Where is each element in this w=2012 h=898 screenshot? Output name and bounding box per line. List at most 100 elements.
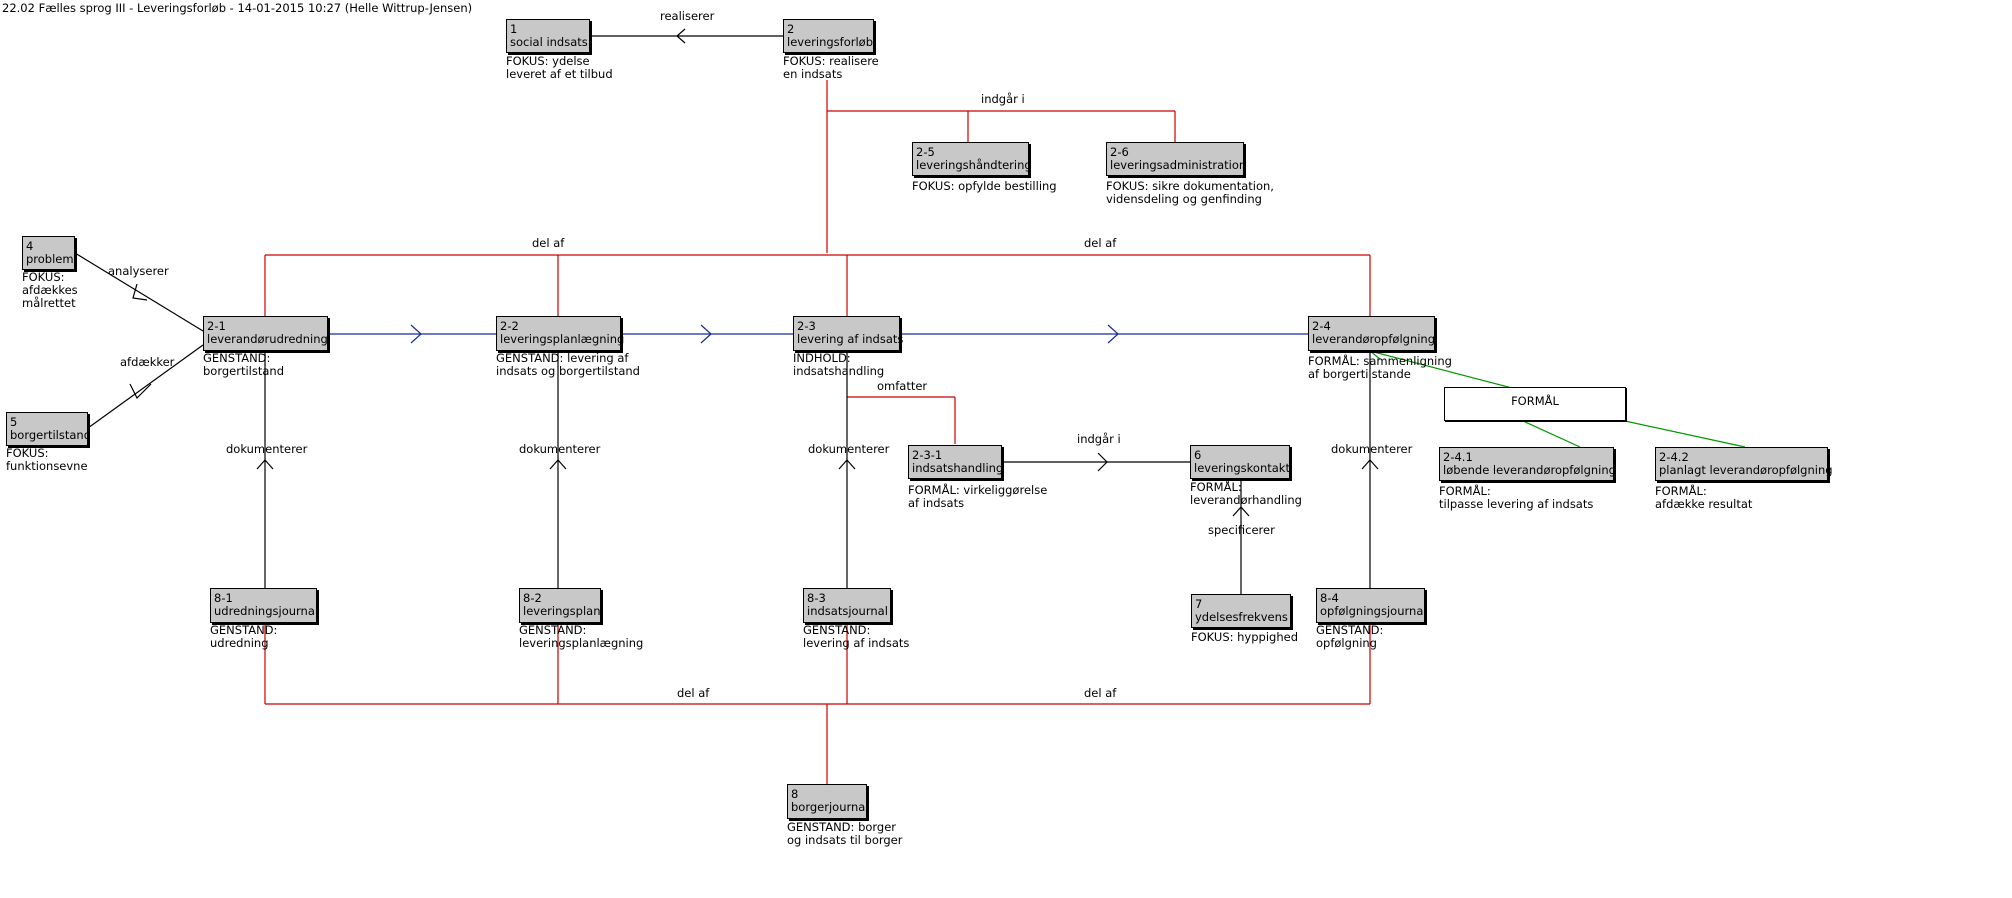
formaal-box[interactable]: FORMÅL xyxy=(1444,387,1626,421)
box-indsatshandling[interactable]: 2-3-1 indsatshandling xyxy=(908,445,1004,479)
label-delaf-top-left: del af xyxy=(532,236,565,250)
label-realiserer: realiserer xyxy=(660,9,715,23)
box-number: 2-4.1 xyxy=(1443,450,1473,464)
box-borgerjournal[interactable]: 8 borgerjournal xyxy=(787,784,869,819)
box-udredningsjournal[interactable]: 8-1 udredningsjournal xyxy=(210,588,319,623)
box-leveringshaandtering[interactable]: 2-5 leveringshåndtering xyxy=(912,142,1032,176)
box-number: 7 xyxy=(1195,597,1203,611)
box-name: leveringsadministration xyxy=(1110,158,1247,172)
box-number: 8-3 xyxy=(807,591,826,605)
label-dokumenterer-1: dokumenterer xyxy=(226,442,308,456)
composition-omfatter xyxy=(847,396,956,444)
box-leveringsforloeb[interactable]: 2 leveringsforløb xyxy=(783,19,874,53)
box-number: 8-1 xyxy=(214,591,233,605)
note-leveringsadministration: FOKUS: sikre dokumentation,vidensdeling … xyxy=(1106,179,1274,206)
box-name: leveringskontakt xyxy=(1194,461,1290,475)
composition-delaf-bottom xyxy=(264,624,1371,784)
note-loebende-leverandoeropfoelgning: FORMÅL:tilpasse levering af indsats xyxy=(1439,484,1594,511)
box-number: 2-4.2 xyxy=(1659,450,1689,464)
label-delaf-bottom-left: del af xyxy=(677,686,710,700)
assoc-afdaekker xyxy=(87,344,204,429)
box-name: leverandøropfølgning xyxy=(1312,332,1436,346)
box-name: borgerjournal xyxy=(791,800,869,814)
box-name: leveringshåndtering xyxy=(916,158,1032,172)
box-name: løbende leverandøropfølgning xyxy=(1443,463,1616,477)
composition-delaf-top xyxy=(264,254,1371,316)
box-name: udredningsjournal xyxy=(214,604,319,618)
note-leveringskontakt: FORMÅL:leverandørhandling xyxy=(1190,480,1302,507)
assoc-dokumenterer xyxy=(256,351,1379,588)
box-planlagt-leverandoeropfoelgning[interactable]: 2-4.2 planlagt leverandøropfølgning xyxy=(1655,447,1833,481)
box-number: 2-4 xyxy=(1312,319,1331,333)
box-number: 8-4 xyxy=(1320,591,1339,605)
label-delaf-bottom-right: del af xyxy=(1084,686,1117,700)
box-name: leveringsplanlægning xyxy=(500,332,625,346)
box-number: 2-5 xyxy=(916,145,935,159)
box-name: problem xyxy=(26,252,74,266)
box-name: leverandørudredning xyxy=(207,332,328,346)
arrow-specificerer xyxy=(1232,506,1250,517)
arrow-indgaar-mid xyxy=(1097,452,1108,472)
box-name: indsatsjournal xyxy=(807,604,888,618)
box-name: indsatshandling xyxy=(912,461,1004,475)
box-leveringskontakt[interactable]: 6 leveringskontakt xyxy=(1190,445,1290,479)
box-name: planlagt leverandøropfølgning xyxy=(1659,463,1833,477)
box-name: ydelsesfrekvens xyxy=(1195,610,1288,624)
box-number: 2-3-1 xyxy=(912,448,943,462)
box-name: social indsats xyxy=(510,35,588,49)
box-leveringsplanlaegning[interactable]: 2-2 leveringsplanlægning xyxy=(496,316,625,351)
note-leveringshaandtering: FOKUS: opfylde bestilling xyxy=(912,179,1057,193)
arrow-realiserer xyxy=(676,28,686,44)
specialization-formaal xyxy=(1368,346,1746,448)
box-number: 1 xyxy=(510,22,518,36)
box-number: 2-6 xyxy=(1110,145,1129,159)
box-leveringsplan[interactable]: 8-2 leveringsplan xyxy=(519,588,601,623)
label-specificerer: specificerer xyxy=(1208,523,1275,537)
note-ydelsesfrekvens: FOKUS: hyppighed xyxy=(1191,630,1298,644)
box-opfoelgningsjournal[interactable]: 8-4 opfølgningsjournal xyxy=(1316,588,1427,623)
box-name: levering af indsats xyxy=(797,332,904,346)
box-number: 2-3 xyxy=(797,319,816,333)
box-name: leveringsforløb xyxy=(787,35,873,49)
box-number: 8-2 xyxy=(523,591,542,605)
box-number: 2-2 xyxy=(500,319,519,333)
label-dokumenterer-2: dokumenterer xyxy=(519,442,601,456)
box-ydelsesfrekvens[interactable]: 7 ydelsesfrekvens xyxy=(1191,594,1291,628)
box-number: 5 xyxy=(10,415,18,429)
note-indsatsjournal: GENSTAND:levering af indsats xyxy=(803,623,910,650)
box-number: 2-1 xyxy=(207,319,226,333)
box-number: 2 xyxy=(787,22,795,36)
label-dokumenterer-3: dokumenterer xyxy=(808,442,890,456)
box-leverandoeropfoelgning[interactable]: 2-4 leverandøropfølgning xyxy=(1308,316,1435,351)
label-indgaar-top: indgår i xyxy=(981,92,1025,106)
label-indgaar-mid: indgår i xyxy=(1077,432,1121,446)
note-udredningsjournal: GENSTAND:udredning xyxy=(210,623,278,650)
note-leveringsplan: GENSTAND:leveringsplanlægning xyxy=(519,623,644,650)
note-levering-af-indsats: INDHOLD:indsatshandling xyxy=(793,351,885,378)
box-levering-af-indsats[interactable]: 2-3 levering af indsats xyxy=(793,316,904,351)
composition-indgaar-top xyxy=(826,80,1176,253)
box-leverandoerudredning[interactable]: 2-1 leverandørudredning xyxy=(203,316,328,351)
assoc-analyserer xyxy=(74,252,204,332)
box-borgertilstand[interactable]: 5 borgertilstand xyxy=(6,412,91,446)
box-loebende-leverandoeropfoelgning[interactable]: 2-4.1 løbende leverandøropfølgning xyxy=(1439,447,1616,481)
box-number: 6 xyxy=(1194,448,1202,462)
box-leveringsadministration[interactable]: 2-6 leveringsadministration xyxy=(1106,142,1247,176)
label-afdaekker: afdækker xyxy=(120,355,175,369)
box-indsatsjournal[interactable]: 8-3 indsatsjournal xyxy=(803,588,891,623)
box-name: borgertilstand xyxy=(10,428,91,442)
label-dokumenterer-4: dokumenterer xyxy=(1331,442,1413,456)
box-social-indsats[interactable]: 1 social indsats xyxy=(506,19,590,53)
box-number: 4 xyxy=(26,239,34,253)
box-name: leveringsplan xyxy=(523,604,601,618)
note-borgertilstand: FOKUS:funktionsevne xyxy=(6,446,88,473)
box-problem[interactable]: 4 problem xyxy=(22,236,75,270)
label-delaf-top-right: del af xyxy=(1084,236,1117,250)
